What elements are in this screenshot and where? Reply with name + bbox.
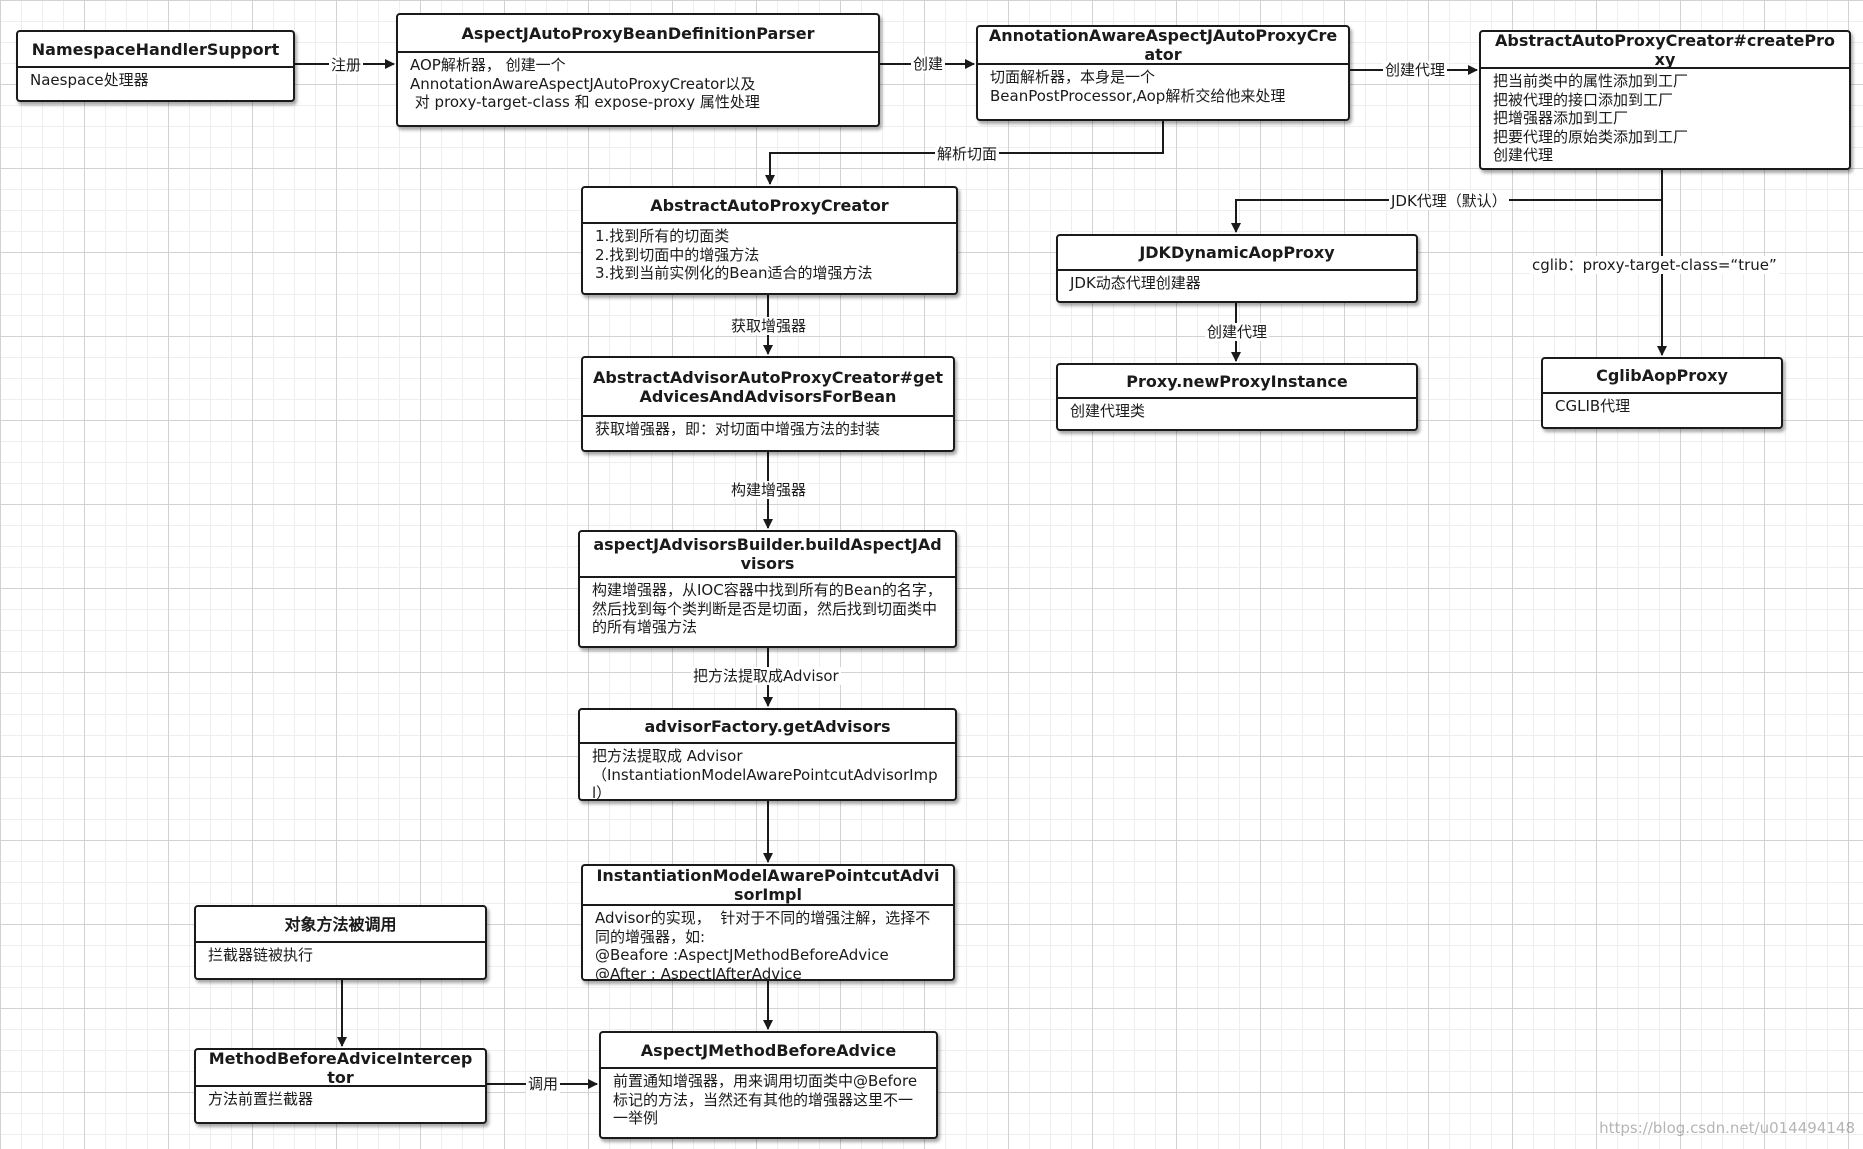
node-advisor-factory-get-advisors[interactable]: advisorFactory.getAdvisors 把方法提取成 Adviso… xyxy=(578,708,957,801)
edge-label-create-proxy: 创建代理 xyxy=(1383,61,1448,79)
node-description: 方法前置拦截器 xyxy=(208,1090,314,1108)
node-aspectj-bean-definition-parser[interactable]: AspectJAutoProxyBeanDefinitionParser AOP… xyxy=(396,13,880,127)
node-description: 把方法提取成 Advisor （InstantiationModelAwareP… xyxy=(592,747,938,801)
node-description: JDK动态代理创建器 xyxy=(1070,274,1201,292)
node-title: AspectJMethodBeforeAdvice xyxy=(601,1033,936,1069)
node-description: AOP解析器， 创建一个 AnnotationAwareAspectJAutoP… xyxy=(410,56,760,111)
node-description: 获取增强器，即：对切面中增强方法的封装 xyxy=(595,420,881,438)
node-abstract-auto-proxy-creator-create-proxy[interactable]: AbstractAutoProxyCreator#createProxy 把当前… xyxy=(1479,30,1851,170)
node-description: Naespace处理器 xyxy=(30,71,149,89)
node-description: 拦截器链被执行 xyxy=(208,946,314,964)
node-description: 切面解析器，本身是一个 BeanPostProcessor,Aop解析交给他来处… xyxy=(990,68,1286,105)
edge-label-get-advisors: 获取增强器 xyxy=(729,317,809,335)
node-build-aspectj-advisors[interactable]: aspectJAdvisorsBuilder.buildAspectJAdvis… xyxy=(578,530,957,648)
node-get-advices-and-advisors-for-bean[interactable]: AbstractAdvisorAutoProxyCreator#getAdvic… xyxy=(581,356,955,452)
node-title: AnnotationAwareAspectJAutoProxyCreator xyxy=(978,27,1348,65)
node-title: AspectJAutoProxyBeanDefinitionParser xyxy=(398,15,878,53)
node-description: 构建增强器，从IOC容器中找到所有的Bean的名字，然后找到每个类判断是否是切面… xyxy=(592,581,942,636)
node-title: Proxy.newProxyInstance xyxy=(1058,365,1416,399)
watermark: https://blog.csdn.net/u014494148 xyxy=(1599,1119,1855,1137)
node-annotation-aware-aspectj-creator[interactable]: AnnotationAwareAspectJAutoProxyCreator 切… xyxy=(976,25,1350,121)
node-title: MethodBeforeAdviceInterceptor xyxy=(196,1050,485,1087)
node-proxy-new-proxy-instance[interactable]: Proxy.newProxyInstance 创建代理类 xyxy=(1056,363,1418,431)
node-description: 1.找到所有的切面类 2.找到切面中的增强方法 3.找到当前实例化的Bean适合… xyxy=(595,227,873,282)
node-cglib-aop-proxy[interactable]: CglibAopProxy CGLIB代理 xyxy=(1541,357,1783,429)
node-description: Advisor的实现， 针对于不同的增强注解，选择不同的增强器，如: @Beaf… xyxy=(595,909,931,981)
node-title: InstantiationModelAwarePointcutAdvisorIm… xyxy=(583,866,953,906)
node-title: AbstractAutoProxyCreator xyxy=(583,188,956,224)
node-jdk-dynamic-aop-proxy[interactable]: JDKDynamicAopProxy JDK动态代理创建器 xyxy=(1056,234,1418,303)
node-description: 把当前类中的属性添加到工厂 把被代理的接口添加到工厂 把增强器添加到工厂 把要代… xyxy=(1493,72,1689,164)
node-description: CGLIB代理 xyxy=(1555,397,1631,415)
edge-label-extract-advisor: 把方法提取成Advisor xyxy=(691,667,841,685)
node-title: NamespaceHandlerSupport xyxy=(18,32,293,68)
edge-label-build-advisors: 构建增强器 xyxy=(729,481,809,499)
node-title: advisorFactory.getAdvisors xyxy=(580,710,955,744)
node-method-before-advice-interceptor[interactable]: MethodBeforeAdviceInterceptor 方法前置拦截器 xyxy=(194,1048,487,1124)
node-description: 前置通知增强器，用来调用切面类中@Before标记的方法，当然还有其他的增强器这… xyxy=(613,1072,918,1127)
edge-label-invoke: 调用 xyxy=(526,1075,561,1093)
edge-label-register: 注册 xyxy=(329,56,364,74)
node-title: AbstractAdvisorAutoProxyCreator#getAdvic… xyxy=(583,358,953,417)
node-title: 对象方法被调用 xyxy=(196,907,485,943)
edge-label-create-proxy-2: 创建代理 xyxy=(1205,323,1270,341)
node-aspectj-method-before-advice[interactable]: AspectJMethodBeforeAdvice 前置通知增强器，用来调用切面… xyxy=(599,1031,938,1139)
node-abstract-auto-proxy-creator[interactable]: AbstractAutoProxyCreator 1.找到所有的切面类 2.找到… xyxy=(581,186,958,295)
node-title: CglibAopProxy xyxy=(1543,359,1781,394)
node-target-method-invoked[interactable]: 对象方法被调用 拦截器链被执行 xyxy=(194,905,487,980)
node-title: JDKDynamicAopProxy xyxy=(1058,236,1416,271)
node-description: 创建代理类 xyxy=(1070,402,1146,420)
edge-label-parse-aspect: 解析切面 xyxy=(935,145,1000,163)
edge-label-jdk-proxy-default: JDK代理（默认） xyxy=(1389,192,1509,210)
node-namespace-handler-support[interactable]: NamespaceHandlerSupport Naespace处理器 xyxy=(16,30,295,102)
edge-label-create: 创建 xyxy=(911,55,946,73)
edge-label-cglib-condition: cglib：proxy-target-class=“true” xyxy=(1530,256,1779,274)
node-title: aspectJAdvisorsBuilder.buildAspectJAdvis… xyxy=(580,532,955,578)
node-title: AbstractAutoProxyCreator#createProxy xyxy=(1481,32,1849,69)
node-instantiation-model-advisor-impl[interactable]: InstantiationModelAwarePointcutAdvisorIm… xyxy=(581,864,955,981)
